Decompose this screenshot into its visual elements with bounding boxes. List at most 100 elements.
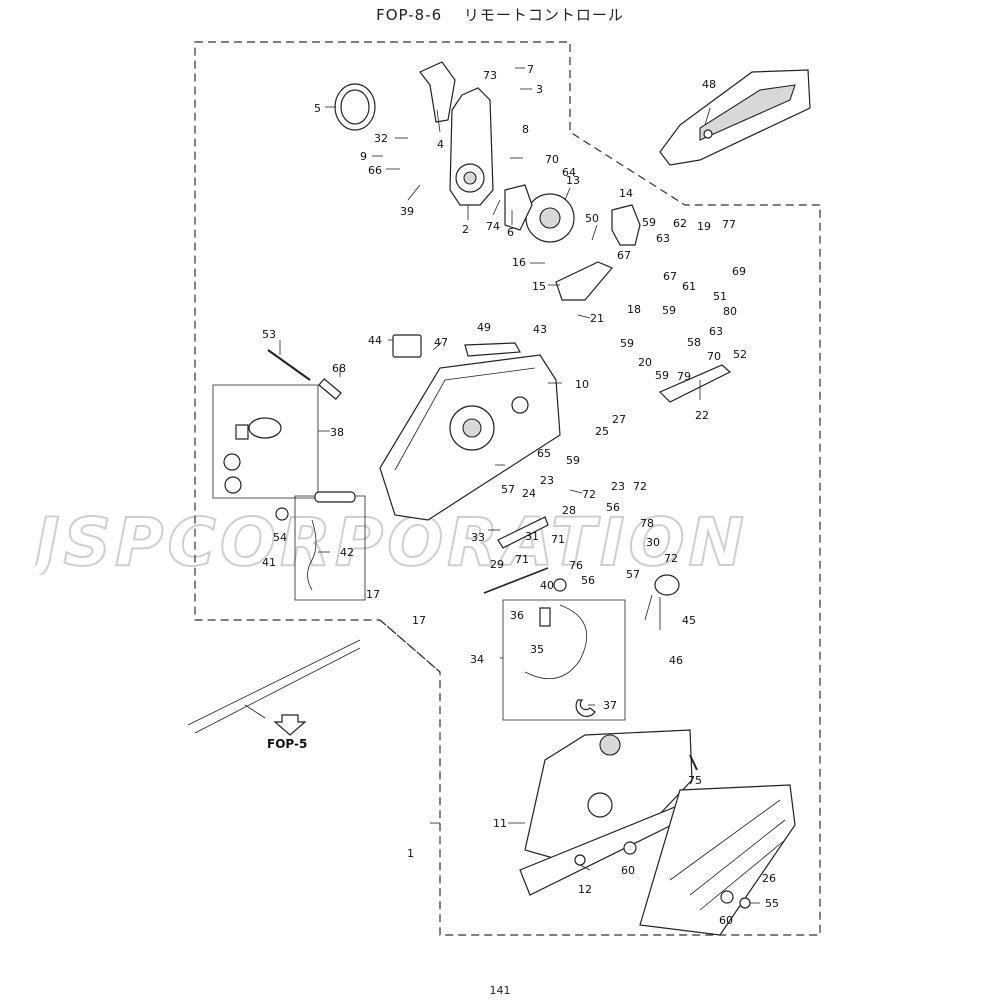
part-34-harness	[524, 604, 596, 718]
callout-labels: 1 2 3 4 5 6 7 8 9 10 11 12 13 14 15 16 1…	[262, 63, 779, 927]
part-49-cover-strip	[464, 342, 521, 357]
callout-42: 42	[340, 546, 354, 559]
callout-25: 25	[595, 425, 609, 438]
callout-26: 26	[762, 872, 776, 885]
callout-76: 76	[569, 559, 583, 572]
callout-13: 13	[566, 174, 580, 187]
part-45-46-trim-switch	[644, 574, 680, 630]
callout-24: 24	[522, 487, 536, 500]
callout-59a: 59	[642, 216, 656, 229]
callout-68: 68	[332, 362, 346, 375]
callout-46: 46	[669, 654, 683, 667]
page-title: FOP-8-6 リモートコントロール	[376, 6, 624, 24]
callout-54: 54	[273, 531, 287, 544]
callout-72c: 72	[664, 552, 678, 565]
callout-20: 20	[638, 356, 652, 369]
part-4-handle	[419, 61, 456, 123]
callout-71b: 71	[551, 533, 565, 546]
callout-45: 45	[682, 614, 696, 627]
callout-2: 2	[462, 223, 469, 236]
watermark-text: JSPCORPORATION	[35, 505, 748, 575]
callout-22: 22	[695, 409, 709, 422]
callout-67b: 67	[663, 270, 677, 283]
callout-17a: 17	[366, 588, 380, 601]
callout-67a: 67	[617, 249, 631, 262]
callout-1: 1	[407, 847, 414, 860]
callout-72b: 72	[633, 480, 647, 493]
callout-59e: 59	[566, 454, 580, 467]
callout-77: 77	[722, 218, 736, 231]
part-5-ring	[334, 83, 376, 131]
part-15-plate	[555, 261, 613, 301]
callout-56a: 56	[606, 501, 620, 514]
callout-70a: 70	[545, 153, 559, 166]
callout-33: 33	[471, 531, 485, 544]
callout-30: 30	[646, 536, 660, 549]
callout-8: 8	[522, 123, 529, 136]
callout-23a: 23	[540, 474, 554, 487]
part-40-gear	[553, 578, 567, 592]
part-55-nut	[739, 897, 751, 909]
callout-14: 14	[619, 187, 633, 200]
callout-5: 5	[314, 102, 321, 115]
callout-18: 18	[627, 303, 641, 316]
callout-3: 3	[536, 83, 543, 96]
part-68-pin	[318, 378, 342, 400]
leader-lines	[279, 67, 760, 904]
callout-4: 4	[437, 138, 444, 151]
part-13-gear-plate	[525, 193, 575, 243]
callout-80: 80	[723, 305, 737, 318]
part-29-rod	[483, 567, 549, 594]
callout-11: 11	[493, 817, 507, 830]
callout-70b: 70	[707, 350, 721, 363]
callout-36: 36	[510, 609, 524, 622]
callout-50: 50	[585, 212, 599, 225]
callout-17b: 17	[412, 614, 426, 627]
group-34-bracket	[502, 599, 626, 721]
callout-60a: 60	[621, 864, 635, 877]
callout-29: 29	[490, 558, 504, 571]
callout-12: 12	[578, 883, 592, 896]
callout-7: 7	[527, 63, 534, 76]
callout-59d: 59	[655, 369, 669, 382]
callout-64: 64	[562, 166, 576, 179]
callout-6: 6	[507, 226, 514, 239]
page-number: 141	[489, 984, 511, 997]
callout-37: 37	[603, 699, 617, 712]
callout-10: 10	[575, 378, 589, 391]
callout-62: 62	[673, 217, 687, 230]
callout-19: 19	[697, 220, 711, 233]
control-cables	[187, 639, 361, 734]
callout-66: 66	[368, 164, 382, 177]
callout-41: 41	[262, 556, 276, 569]
part-31-link	[497, 516, 549, 549]
part-14-bracket	[611, 204, 641, 246]
callout-28: 28	[562, 504, 576, 517]
callout-60b: 60	[719, 914, 733, 927]
callout-74: 74	[486, 220, 500, 233]
lower-link-line	[379, 619, 441, 673]
callout-38: 38	[330, 426, 344, 439]
callout-47: 47	[434, 336, 448, 349]
callout-9: 9	[360, 150, 367, 163]
callout-61: 61	[682, 280, 696, 293]
callout-16: 16	[512, 256, 526, 269]
callout-63b: 63	[709, 325, 723, 338]
callout-73: 73	[483, 69, 497, 82]
callout-39: 39	[400, 205, 414, 218]
part-54-nut	[275, 507, 289, 521]
callout-35: 35	[530, 643, 544, 656]
callout-40: 40	[540, 579, 554, 592]
callout-75: 75	[688, 774, 702, 787]
callout-65: 65	[537, 447, 551, 460]
callout-55: 55	[765, 897, 779, 910]
callout-51: 51	[713, 290, 727, 303]
callout-56b: 56	[581, 574, 595, 587]
callout-23b: 23	[611, 480, 625, 493]
callout-21: 21	[590, 312, 604, 325]
callout-59b: 59	[662, 304, 676, 317]
callout-57a: 57	[501, 483, 515, 496]
part-2-lever-housing	[449, 87, 494, 206]
callout-79: 79	[677, 370, 691, 383]
